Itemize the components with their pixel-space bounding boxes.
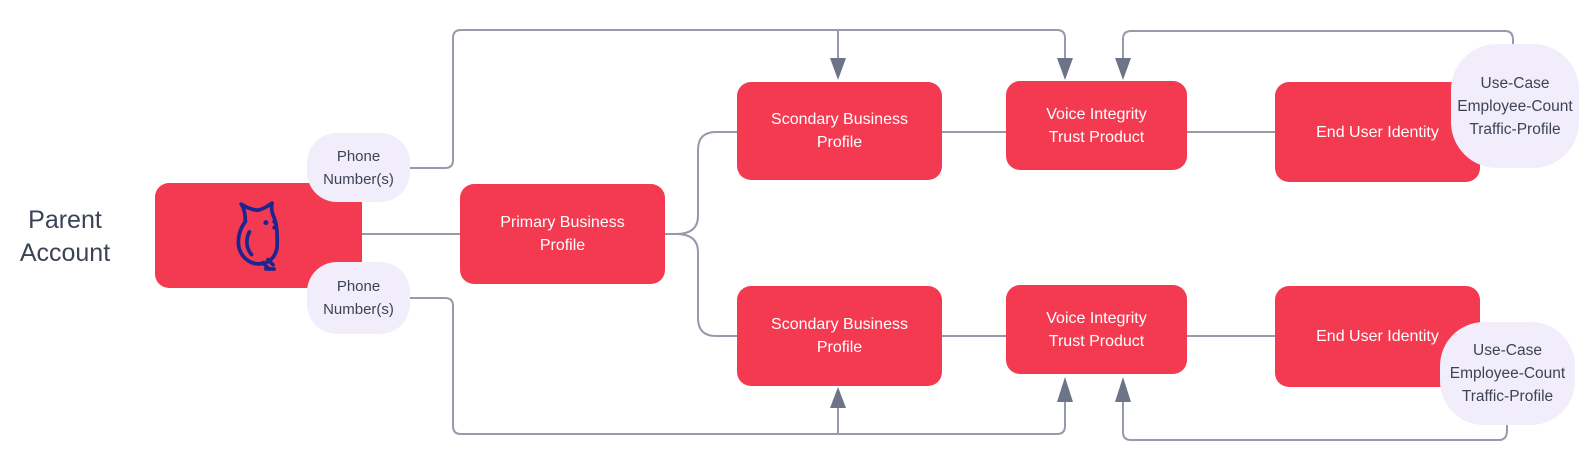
node-label: Primary Business Profile — [500, 214, 625, 254]
use-case-bottom-bubble: Use-Case Employee-Count Traffic-Profile — [1440, 322, 1575, 425]
owl-icon — [235, 200, 279, 271]
arrowhead-icon — [1057, 58, 1073, 80]
connector-primary-fork — [665, 131, 737, 337]
parent-account-label: Parent Account — [19, 206, 111, 267]
use-case-top-bubble: Use-Case Employee-Count Traffic-Profile — [1451, 44, 1579, 168]
voice-integrity-trust-product-bottom-node: Voice Integrity Trust Product — [1006, 285, 1187, 374]
connector-phone-bottom-loop — [410, 297, 1073, 435]
arrowhead-icon — [1115, 377, 1131, 402]
connector-line — [1122, 402, 1508, 441]
node-label: End User Identity — [1316, 123, 1439, 141]
connector-use-case-top-loop — [1115, 30, 1514, 80]
arrowhead-icon — [830, 58, 846, 80]
connector-line — [410, 297, 1066, 435]
arrowhead-icon — [1115, 58, 1131, 80]
bubble-label: Phone Number(s) — [323, 147, 394, 188]
primary-business-profile-node: Primary Business Profile — [460, 184, 665, 284]
connector-line — [410, 29, 1066, 169]
node-label: Scondary Business Profile — [771, 111, 908, 151]
bubble-label: Use-Case Employee-Count Traffic-Profile — [1449, 342, 1566, 405]
end-user-identity-top-node: End User Identity — [1275, 82, 1480, 182]
phone-numbers-bottom-bubble: Phone Number(s) — [307, 262, 410, 334]
connector-line — [665, 233, 737, 337]
node-label: Scondary Business Profile — [771, 316, 908, 356]
connector-use-case-bottom-loop — [1115, 377, 1508, 441]
secondary-business-profile-bottom-node: Scondary Business Profile — [737, 286, 942, 386]
phone-numbers-top-bubble: Phone Number(s) — [307, 133, 410, 202]
node-label: End User Identity — [1316, 328, 1439, 345]
bubble-label: Use-Case Employee-Count Traffic-Profile — [1457, 74, 1573, 138]
arrowhead-icon — [830, 387, 846, 408]
voice-integrity-trust-product-top-node: Voice Integrity Trust Product — [1006, 81, 1187, 170]
connector-phone-top-loop — [410, 29, 1073, 169]
connector-line — [1122, 30, 1514, 58]
bubble-label: Phone Number(s) — [323, 278, 394, 318]
arrowhead-icon — [1057, 377, 1073, 402]
node-label: Voice Integrity Trust Product — [1046, 105, 1147, 146]
node-label: Voice Integrity Trust Product — [1046, 309, 1147, 350]
secondary-business-profile-top-node: Scondary Business Profile — [737, 82, 942, 180]
connector-line — [665, 131, 737, 235]
